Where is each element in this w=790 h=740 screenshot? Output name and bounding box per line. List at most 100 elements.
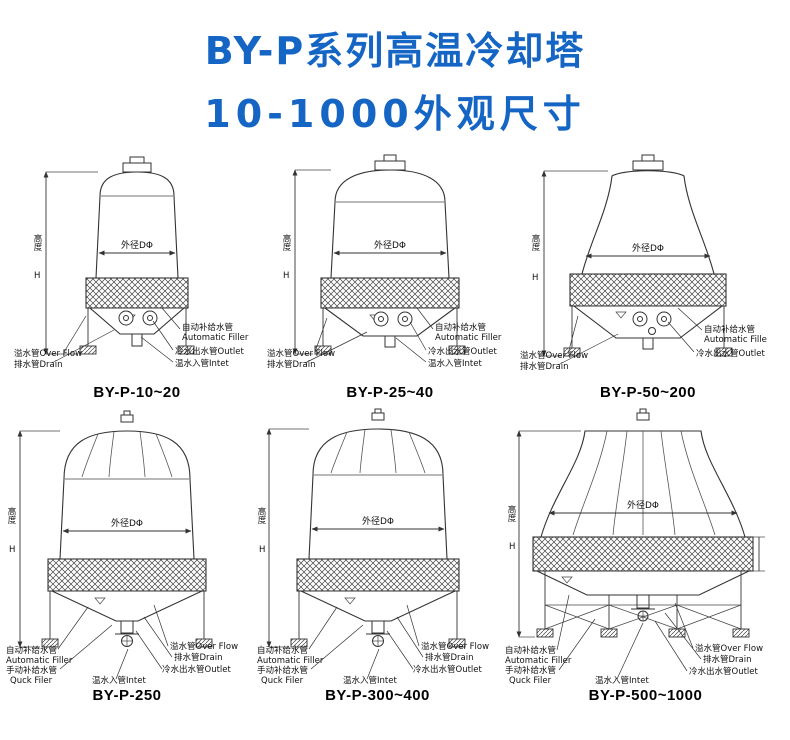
leader-lines (304, 307, 434, 364)
pipes (373, 311, 413, 348)
diagram-row-2: 外径DΦ (0, 407, 790, 704)
label-manual-filler-en: Quck Filer (509, 676, 552, 685)
tower-shell (581, 170, 715, 275)
label-manual-filler-cn: 手动补给水管 (6, 665, 57, 676)
label-auto-filler-en: Automatic Filler (257, 656, 324, 666)
pipes (365, 620, 390, 647)
leader-lines (51, 307, 181, 364)
fan-motor (120, 410, 134, 423)
water-basin (536, 570, 750, 596)
model-label-2: BY-P-25~40 (346, 384, 434, 401)
label-auto-filler-en: Automatic Filler (6, 656, 73, 666)
fill-band (320, 277, 460, 309)
height-label: 高度 (32, 233, 42, 252)
support-truss (536, 571, 750, 638)
label-drain: 排水管Drain (703, 654, 752, 665)
height-label: 高度 (6, 506, 16, 525)
label-inlet: 温水入管Intet (92, 675, 146, 685)
label-outlet: 冷水出水管Outlet (689, 666, 759, 677)
cooling-tower-spec-sheet: { "title": { "line1": "BY-P系列高温冷却塔", "li… (0, 20, 790, 740)
label-manual-filler-cn: 手动补给水管 (257, 665, 308, 676)
diameter-label: 外径DΦ (361, 515, 393, 527)
label-outlet: 冷水出水管Outlet (696, 348, 766, 359)
tower-shell (540, 430, 746, 538)
diameter-label: 外径DΦ (627, 499, 659, 511)
label-outlet: 冷水出水管Outlet (175, 346, 245, 357)
tower-shell (330, 169, 450, 279)
diameter-dimension: 外径DΦ (585, 242, 711, 259)
label-overflow: 溢水管Over Flow (14, 348, 82, 359)
leader-lines (308, 604, 423, 680)
tower-figure-4: 外径DΦ (2, 407, 252, 704)
legs (314, 308, 466, 355)
side-dimension (753, 536, 765, 572)
tower-diagram-1: 外径DΦ (14, 156, 249, 370)
label-auto-filler-cn: 自动补给水管 (182, 322, 233, 333)
tower-shell (95, 171, 179, 279)
fan-motor (371, 408, 384, 421)
pipes (631, 594, 655, 622)
height-dimension: 高度 H (506, 430, 581, 638)
label-drain: 排水管Drain (520, 361, 569, 372)
label-manual-filler-en: Quck Filer (10, 676, 53, 685)
height-dimension: 高度 H (281, 169, 331, 355)
height-dimension: 高度 H (530, 170, 608, 357)
label-manual-filler-en: Quck Filer (261, 676, 304, 685)
water-basin (300, 590, 455, 622)
legs (563, 306, 733, 357)
diameter-label: 外径DΦ (121, 239, 153, 251)
tower-shell (307, 428, 448, 560)
pipes (115, 620, 139, 647)
fill-band (47, 558, 207, 592)
label-auto-filler-en: Automatic Filler (182, 333, 249, 343)
height-dimension: 高度 H (32, 171, 98, 355)
diameter-dimension: 外径DΦ (310, 515, 445, 532)
height-dimension: 高度 H (6, 430, 60, 648)
label-inlet: 温水入管Intet (343, 675, 397, 685)
fill-band (295, 558, 460, 592)
label-auto-filler-en: Automatic Filler (505, 656, 572, 666)
leader-lines (57, 604, 173, 680)
height-symbol: H (9, 545, 15, 555)
label-outlet: 冷水出水管Outlet (162, 664, 232, 675)
water-basin (88, 307, 186, 335)
label-overflow: 溢水管Over Flow (695, 643, 763, 654)
tower-shell (59, 430, 195, 560)
height-label: 高度 (256, 506, 266, 525)
label-drain: 排水管Drain (174, 652, 223, 663)
label-auto-filler-en: Automatic Filler (435, 333, 502, 343)
leader-lines (557, 307, 703, 366)
label-auto-filler-cn: 自动补给水管 (505, 645, 556, 656)
tower-diagram-3: 外径DΦ (520, 154, 767, 372)
water-basin (572, 305, 724, 339)
legs (79, 308, 195, 355)
label-drain: 排水管Drain (425, 652, 474, 663)
tower-figure-5: 外径DΦ (253, 407, 503, 704)
height-label: 高度 (530, 233, 540, 252)
fill-band (85, 277, 189, 309)
legs (290, 591, 465, 648)
title-line-1: BY-P系列高温冷却塔 (204, 29, 586, 73)
model-label-4: BY-P-250 (92, 687, 162, 704)
fill-band (532, 536, 754, 572)
tower-figure-3: 外径DΦ (518, 150, 778, 401)
height-symbol: H (532, 273, 538, 283)
label-auto-filler-cn: 自动补给水管 (257, 645, 308, 656)
label-overflow: 溢水管Over Flow (421, 641, 489, 652)
label-auto-filler-en: Automatic Fille (704, 335, 767, 345)
fan-motor (636, 408, 650, 421)
height-symbol: H (259, 545, 265, 555)
tower-figure-6: 外径DΦ (503, 407, 788, 704)
tower-diagram-2: 外径DΦ (267, 154, 502, 370)
diagram-row-1: 外径DΦ (0, 150, 790, 401)
title-line-2: 10-1000外观尺寸 (204, 92, 586, 136)
tower-figure-2: 外径DΦ (265, 150, 515, 401)
tower-diagram-6: 外径DΦ (505, 408, 765, 685)
height-symbol: H (283, 271, 289, 281)
model-label-1: BY-P-10~20 (93, 384, 181, 401)
model-label-5: BY-P-300~400 (325, 687, 430, 704)
tower-diagram-5: 外径DΦ (256, 408, 489, 685)
pipes (632, 311, 672, 350)
water-basin (51, 590, 203, 622)
label-outlet: 冷水出水管Outlet (428, 346, 498, 357)
